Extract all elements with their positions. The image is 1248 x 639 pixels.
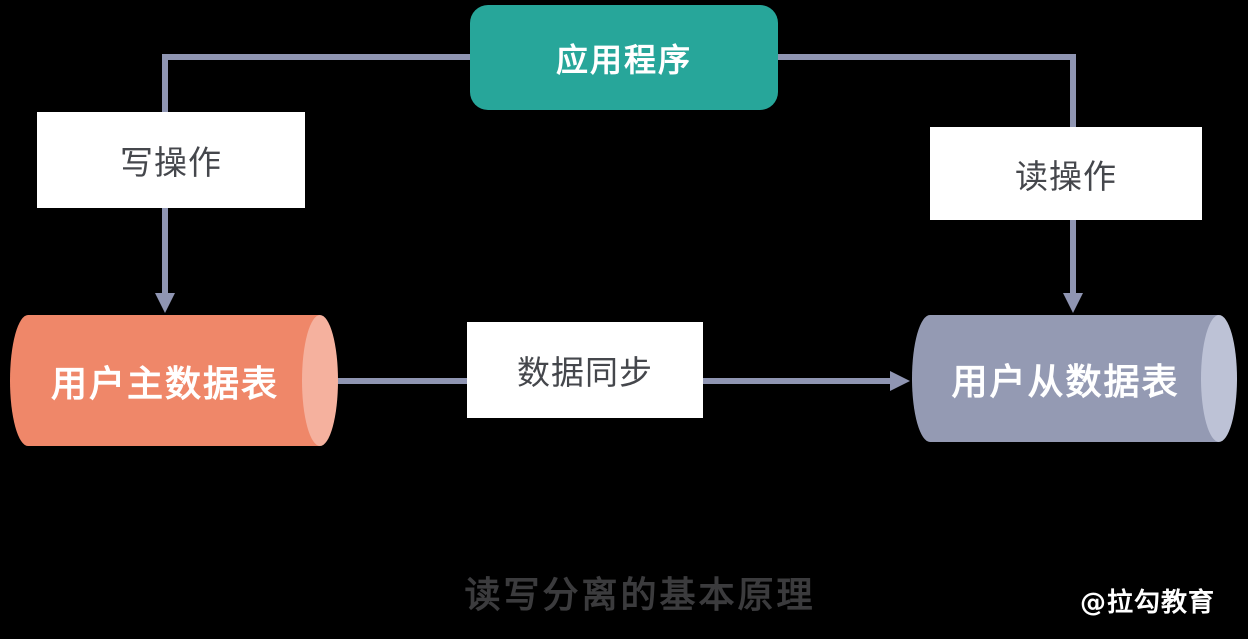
slave-table-label: 用户从数据表: [951, 361, 1180, 403]
master-cylinder-icon: [10, 315, 338, 446]
master-table-label: 用户主数据表: [50, 363, 279, 405]
read-arrowhead-icon: [1063, 293, 1083, 313]
read-operation-label-box: 读操作: [930, 127, 1202, 220]
write-arrowhead-icon: [155, 293, 175, 313]
data-sync-label-box: 数据同步: [467, 322, 703, 418]
application-label: 应用程序: [555, 40, 692, 79]
watermark-text: @拉勾教育: [1080, 588, 1216, 618]
read-operation-label: 读操作: [1015, 156, 1117, 196]
sync-arrowhead-icon: [890, 371, 910, 391]
slave-cylinder-icon: [912, 315, 1237, 442]
data-sync-label: 数据同步: [517, 353, 653, 392]
write-operation-label: 写操作: [120, 143, 222, 182]
application-node: 应用程序: [470, 5, 778, 110]
write-operation-label-box: 写操作: [37, 112, 305, 208]
write-arrow: [155, 54, 473, 313]
master-table-node: 用户主数据表: [10, 315, 338, 446]
slave-table-node: 用户从数据表: [912, 315, 1237, 442]
diagram-caption: 读写分离的基本原理: [464, 575, 816, 616]
